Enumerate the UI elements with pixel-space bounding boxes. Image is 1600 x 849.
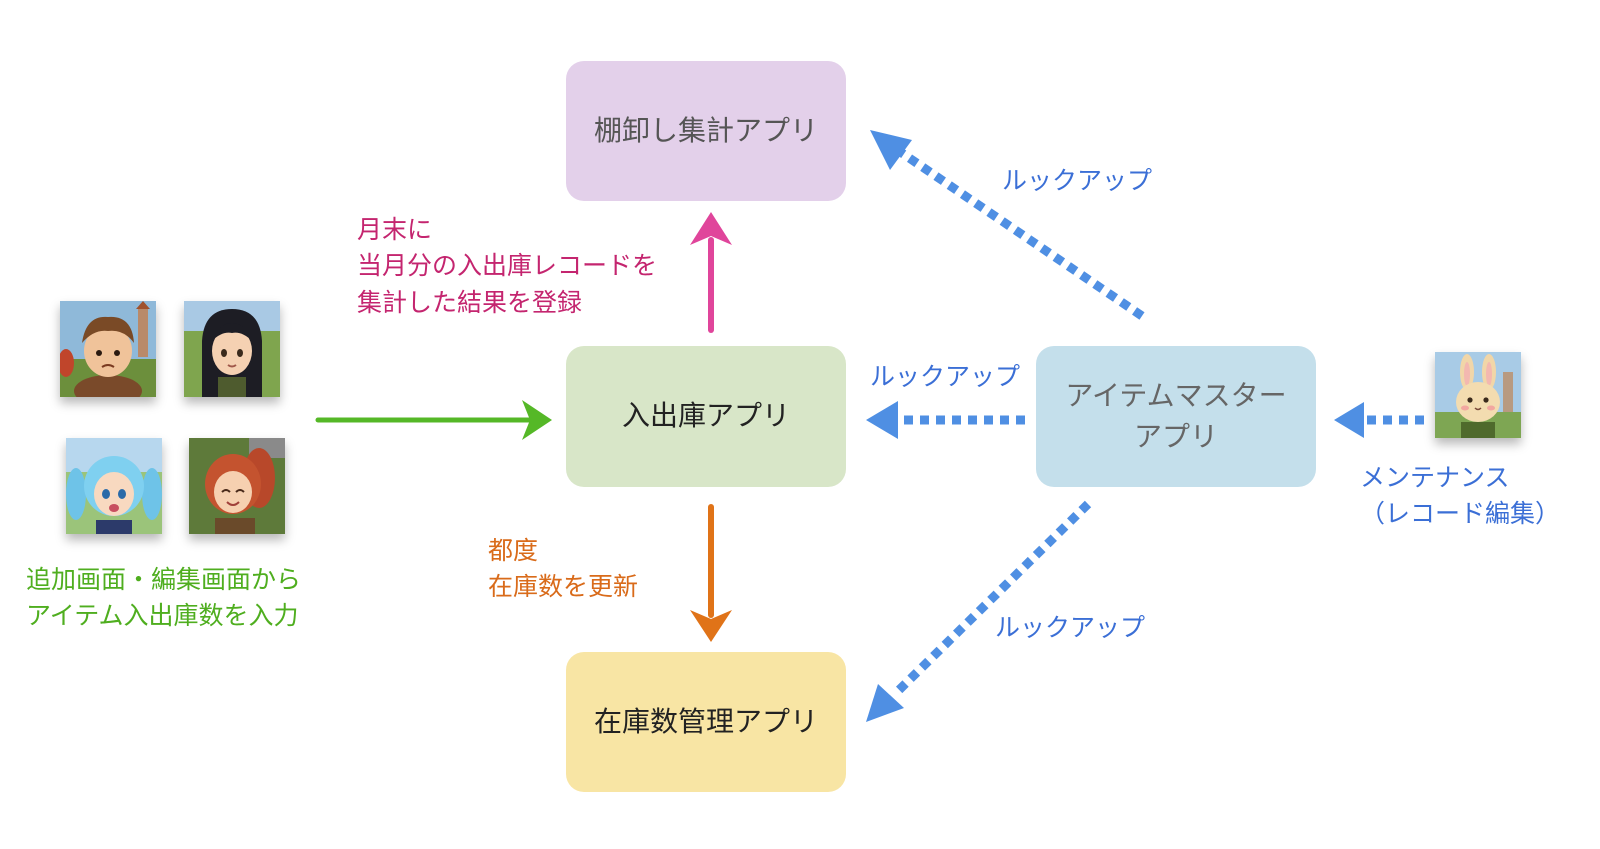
maintenance-arrow (1334, 402, 1424, 438)
input-label-line1: 追加画面・編集画面から (26, 565, 302, 594)
input-arrow (315, 400, 552, 440)
stock-update-label: 都度 在庫数を更新 (488, 533, 638, 606)
monthly-aggregate-arrow (690, 212, 732, 333)
zaiko-app-box: 在庫数管理アプリ (566, 652, 846, 792)
each-time-label-line2: 在庫数を更新 (488, 572, 639, 602)
monthly-label-line3: 集計した結果を登録 (357, 287, 583, 317)
nyushukko-app-box: 入出庫アプリ (566, 346, 846, 487)
maintenance-label-line1: メンテナンス (1360, 463, 1510, 492)
blue-haired-girl-avatar-icon (66, 438, 162, 534)
lookup-arrow-top (870, 130, 1145, 320)
input-label-line2: アイテム入出庫数を入力 (26, 601, 299, 631)
tanaoroshi-app-box: 棚卸し集計アプリ (566, 61, 846, 201)
monthly-label-line2: 当月分の入出庫レコードを (357, 251, 658, 281)
item-master-label-line2: アプリ (1133, 419, 1218, 453)
lookup-label-mid: ルックアップ (870, 362, 1021, 391)
lookup-label-bottom: ルックアップ (995, 613, 1146, 642)
warrior-avatar-icon (60, 301, 156, 397)
lookup-label-top: ルックアップ (1002, 166, 1153, 195)
lookup-arrow-mid (866, 401, 1025, 439)
tanaoroshi-app-label: 棚卸し集計アプリ (593, 113, 818, 147)
input-description-label: 追加画面・編集画面から アイテム入出庫数を入力 (26, 562, 301, 635)
dark-haired-girl-avatar-icon (184, 301, 280, 397)
item-master-app-box: アイテムマスター アプリ (1036, 346, 1316, 487)
monthly-aggregate-label: 月末に 当月分の入出庫レコードを 集計した結果を登録 (357, 212, 657, 321)
rabbit-avatar-icon (1435, 352, 1521, 438)
nyushukko-app-label: 入出庫アプリ (621, 399, 790, 433)
lookup-arrow-bottom (866, 500, 1092, 722)
maintenance-label-line2: （レコード編集） (1360, 499, 1561, 529)
monthly-label-line1: 月末に (357, 215, 433, 244)
maintenance-label: メンテナンス （レコード編集） (1360, 460, 1560, 533)
red-haired-girl-avatar-icon (189, 438, 285, 534)
zaiko-app-label: 在庫数管理アプリ (593, 704, 818, 738)
each-time-label-line1: 都度 (488, 536, 539, 565)
item-master-label-line1: アイテムマスター (1065, 378, 1287, 412)
stock-update-arrow (690, 504, 732, 642)
